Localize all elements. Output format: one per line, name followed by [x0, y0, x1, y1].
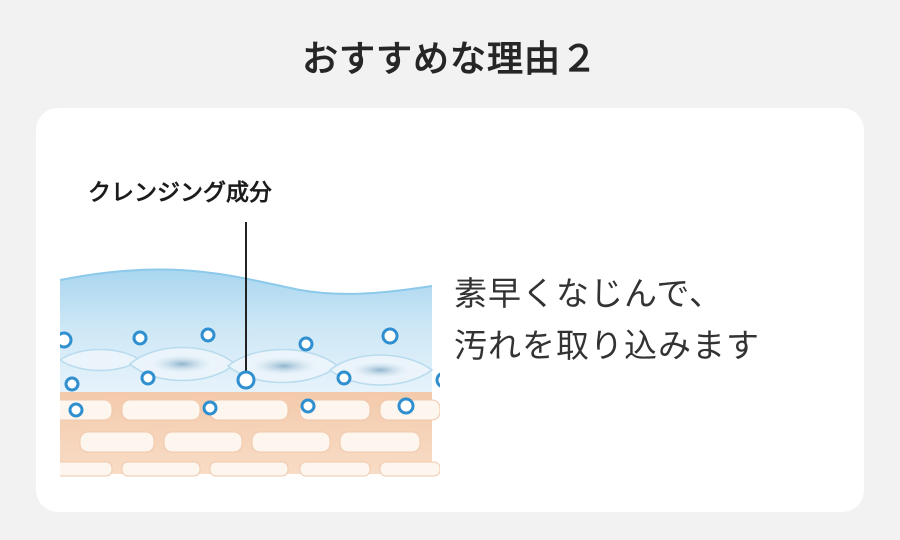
callout-label: クレンジング成分: [88, 180, 272, 206]
description-line-2: 汚れを取り込みます: [454, 326, 760, 365]
description-text: 素早くなじんで、 汚れを取り込みます: [454, 268, 854, 372]
skin-layer-illustration: [60, 222, 440, 477]
description-line-1: 素早くなじんで、: [454, 274, 724, 313]
page-title: おすすめな理由２: [301, 39, 598, 80]
cleansing-bubbles: [60, 327, 440, 418]
cleansing-diagram: クレンジング成分: [60, 170, 440, 480]
dirt-pockets: [60, 346, 434, 386]
skin-cells: [60, 399, 440, 477]
content-card: クレンジング成分 素早くなじんで、 汚れを取り込みます: [36, 108, 864, 512]
